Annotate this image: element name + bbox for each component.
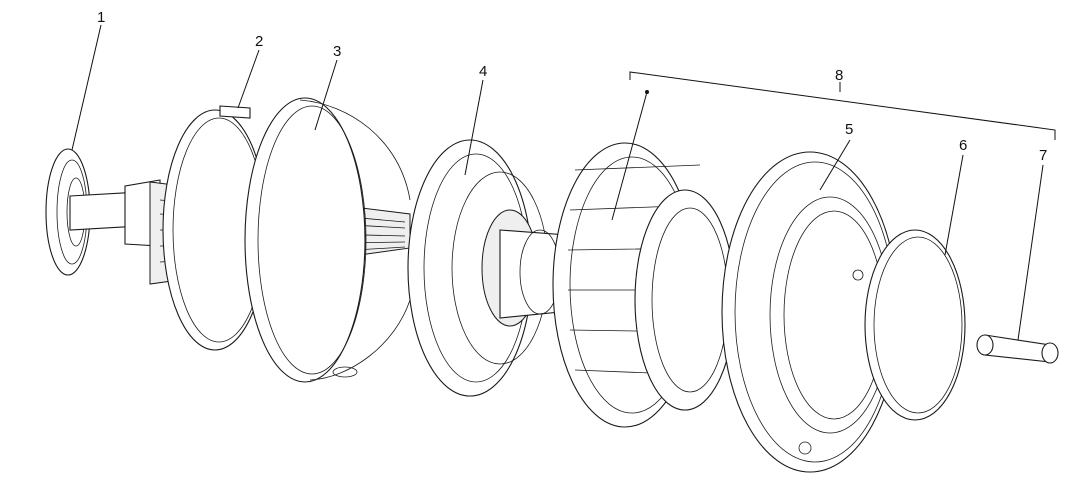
leader-lines: [71, 24, 1044, 341]
part-4-hub: [407, 139, 581, 397]
callout-1: 1: [97, 9, 105, 26]
callout-5: 5: [845, 121, 853, 138]
callout-4: 4: [479, 63, 487, 80]
callout-7: 7: [1039, 147, 1047, 164]
part-7-pin: [976, 334, 1059, 364]
callout-2: 2: [255, 33, 263, 50]
helical-gear: [552, 142, 736, 428]
callout-3: 3: [333, 43, 341, 60]
callout-6: 6: [959, 137, 967, 154]
part-6-snap-ring: [864, 229, 966, 421]
callout-8: 8: [835, 67, 843, 84]
callout-labels: 1 2 3 4 5 6 7 8: [97, 9, 1047, 164]
part-3-drum: [244, 97, 411, 383]
